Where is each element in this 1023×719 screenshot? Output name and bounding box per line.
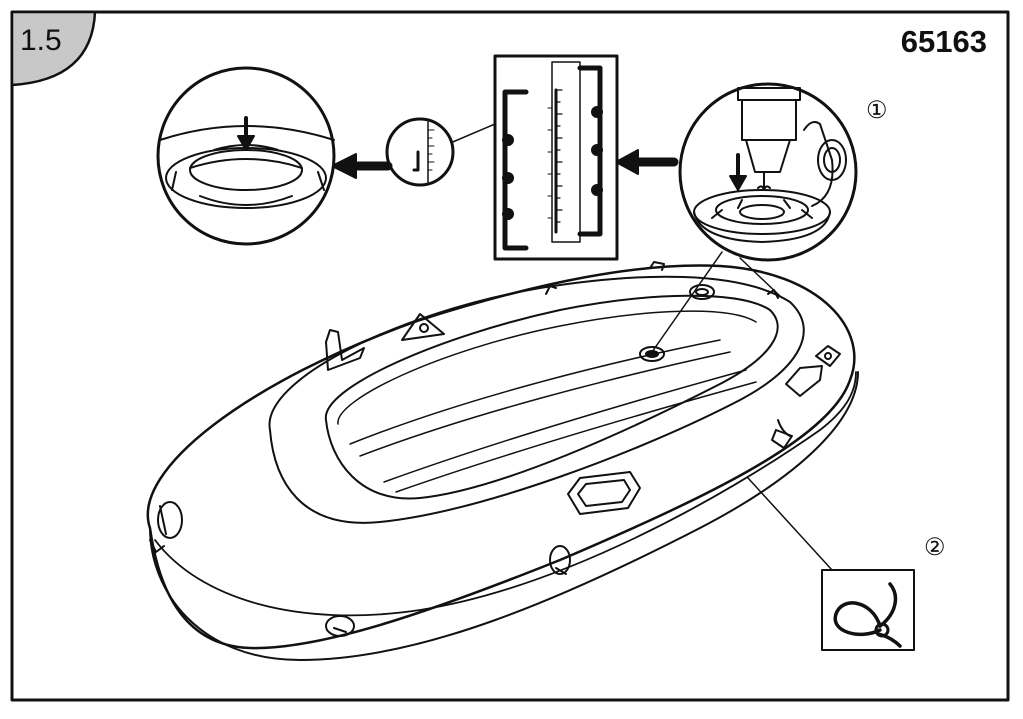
leader-line bbox=[447, 123, 496, 145]
model-number: 65163 bbox=[900, 24, 987, 59]
leader-line bbox=[747, 477, 833, 571]
page-border bbox=[10, 10, 1010, 702]
inflatable-boat bbox=[146, 261, 859, 661]
callout-marker-1: ① bbox=[866, 97, 888, 124]
valve-scale-zoom bbox=[385, 117, 455, 187]
leader-line bbox=[651, 251, 723, 353]
valve-detail bbox=[678, 82, 858, 262]
callout-marker-2: ② bbox=[924, 534, 946, 561]
step-tab bbox=[10, 10, 97, 87]
step-number: 1.5 bbox=[20, 24, 62, 57]
arrow-left bbox=[615, 149, 679, 175]
arrow-left bbox=[331, 153, 393, 179]
rope-knot-detail bbox=[821, 569, 915, 651]
valve-scale-detail bbox=[493, 54, 619, 261]
valve-cap-detail bbox=[156, 66, 336, 246]
